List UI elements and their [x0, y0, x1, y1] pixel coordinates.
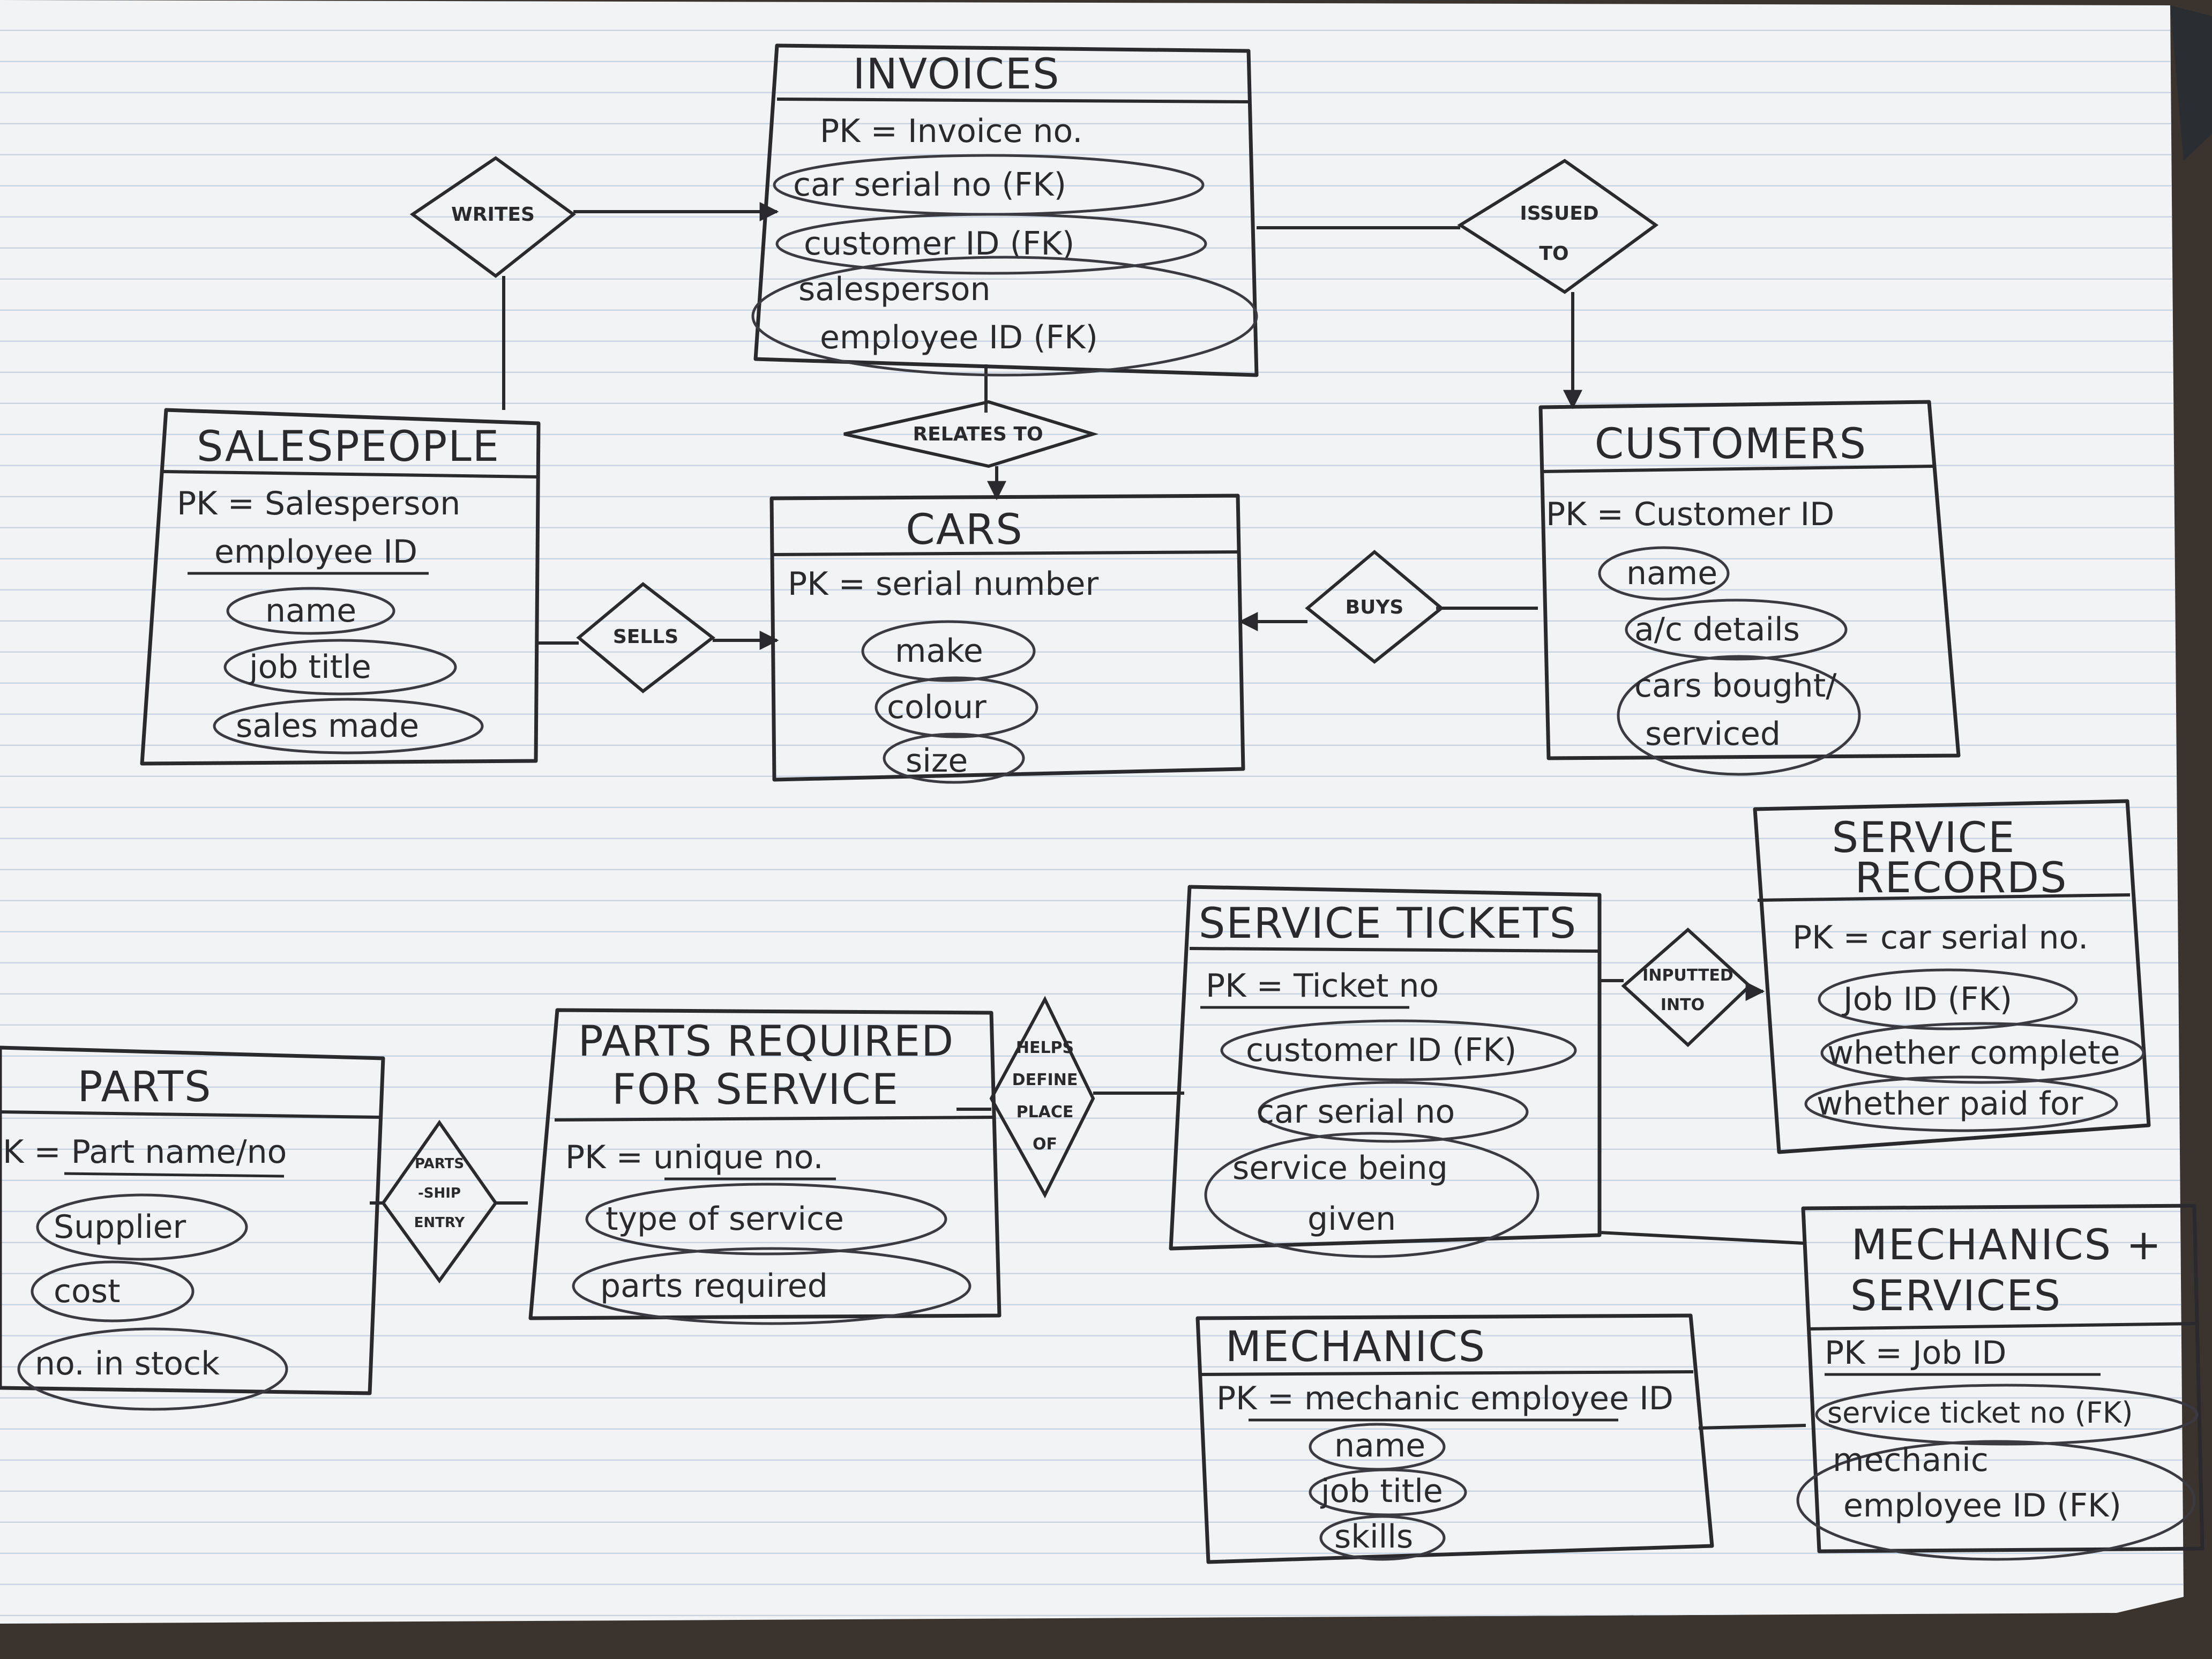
svg-text:RECORDS: RECORDS — [1855, 854, 2067, 902]
svg-text:INPUTTED: INPUTTED — [1642, 966, 1733, 985]
relationship-writes: WRITES — [409, 156, 576, 278]
entity-invoices: INVOICES PK = Invoice no. car serial no … — [751, 43, 1259, 377]
entity-parts-required: PARTS REQUIRED FOR SERVICE PK = unique n… — [528, 1008, 1002, 1325]
svg-text:FOR SERVICE: FOR SERVICE — [612, 1066, 899, 1114]
svg-text:skills: skills — [1334, 1518, 1413, 1556]
svg-text:cars bought/: cars bought/ — [1634, 667, 1837, 705]
svg-text:PK = Salesperson: PK = Salesperson — [177, 485, 460, 522]
svg-text:type of service: type of service — [606, 1200, 844, 1238]
relationship-relates-to: RELATES TO — [843, 400, 1099, 468]
svg-text:cost: cost — [54, 1273, 120, 1310]
svg-text:salesperson: salesperson — [798, 271, 991, 308]
ruled-lines — [0, 0, 2184, 1624]
svg-text:PK = car serial no.: PK = car serial no. — [1792, 919, 2088, 956]
svg-text:whether complete: whether complete — [1827, 1034, 2120, 1072]
svg-text:SELLS: SELLS — [613, 626, 678, 648]
svg-text:name: name — [1626, 555, 1717, 592]
svg-text:car serial no: car serial no — [1257, 1093, 1455, 1131]
relationship-helps-define: HELPS DEFINE PLACE OF — [989, 996, 1095, 1199]
connectors — [370, 202, 1806, 1430]
relationship-sells: SELLS — [576, 582, 715, 693]
svg-text:SALESPEOPLE: SALESPEOPLE — [197, 423, 500, 471]
svg-text:CUSTOMERS: CUSTOMERS — [1595, 420, 1867, 468]
svg-text:make: make — [895, 632, 983, 670]
svg-text:BUYS: BUYS — [1346, 596, 1404, 618]
svg-text:a/c details: a/c details — [1634, 611, 1800, 648]
svg-text:K = Part name/no: K = Part name/no — [3, 1133, 287, 1171]
notebook-corner — [2170, 5, 2212, 161]
svg-text:parts required: parts required — [600, 1267, 828, 1305]
svg-text:PK = serial number: PK = serial number — [788, 565, 1098, 603]
svg-text:TO: TO — [1539, 243, 1568, 265]
svg-text:PK = mechanic employee ID: PK = mechanic employee ID — [1216, 1380, 1673, 1417]
svg-text:customer ID (FK): customer ID (FK) — [1246, 1032, 1516, 1069]
svg-text:service ticket no (FK): service ticket no (FK) — [1827, 1396, 2133, 1430]
svg-text:PARTS REQUIRED: PARTS REQUIRED — [578, 1018, 954, 1066]
svg-text:car serial no (FK): car serial no (FK) — [793, 166, 1066, 204]
invoices-title: INVOICES — [853, 50, 1060, 99]
relationship-buys: BUYS — [1305, 550, 1444, 664]
svg-text:mechanic: mechanic — [1833, 1441, 1989, 1479]
svg-text:Supplier: Supplier — [54, 1208, 186, 1246]
svg-text:colour: colour — [887, 689, 987, 726]
relationship-parts-entry: PARTS -SHIP ENTRY — [381, 1119, 498, 1284]
svg-text:SERVICES: SERVICES — [1850, 1272, 2061, 1320]
svg-text:job title: job title — [248, 648, 371, 686]
svg-text:HELPS: HELPS — [1016, 1038, 1074, 1057]
svg-text:service being: service being — [1232, 1149, 1448, 1187]
entity-mechanics: MECHANICS PK = mechanic employee ID name… — [1195, 1313, 1714, 1564]
svg-text:name: name — [265, 592, 356, 630]
entity-parts: PARTS K = Part name/no Supplier cost no.… — [0, 1045, 385, 1411]
svg-text:PLACE: PLACE — [1017, 1103, 1074, 1122]
svg-text:PK = Ticket no: PK = Ticket no — [1206, 967, 1439, 1005]
invoices-pk: PK = Invoice no. — [820, 113, 1082, 150]
svg-text:CARS: CARS — [906, 506, 1023, 554]
svg-text:employee ID: employee ID — [214, 533, 417, 571]
svg-text:PK = unique no.: PK = unique no. — [565, 1139, 824, 1176]
entity-mechanics-services: MECHANICS + SERVICES PK = Job ID service… — [1796, 1204, 2204, 1561]
svg-text:SERVICE: SERVICE — [1832, 814, 2016, 862]
svg-text:job title: job title — [1320, 1473, 1443, 1510]
svg-text:INTO: INTO — [1661, 996, 1705, 1014]
svg-text:employee ID (FK): employee ID (FK) — [1843, 1487, 2121, 1525]
writes-label: WRITES — [451, 204, 535, 226]
svg-text:PK = Job ID: PK = Job ID — [1825, 1334, 2006, 1372]
svg-text:Job ID (FK): Job ID (FK) — [1841, 981, 2012, 1018]
svg-text:-SHIP: -SHIP — [418, 1185, 461, 1201]
svg-text:OF: OF — [1033, 1135, 1057, 1154]
relationship-inputted-into: INPUTTED INTO — [1621, 927, 1752, 1048]
svg-text:serviced: serviced — [1645, 715, 1781, 753]
entity-salespeople: SALESPEOPLE PK = Salesperson employee ID… — [140, 408, 541, 766]
svg-text:sales made: sales made — [236, 707, 419, 745]
svg-text:given: given — [1307, 1200, 1396, 1238]
svg-text:whether paid for: whether paid for — [1817, 1085, 2083, 1123]
svg-text:employee ID (FK): employee ID (FK) — [820, 319, 1098, 356]
entity-cars: CARS PK = serial number make colour size — [769, 494, 1245, 784]
svg-text:MECHANICS +: MECHANICS + — [1851, 1221, 2163, 1269]
svg-text:DEFINE: DEFINE — [1012, 1071, 1078, 1089]
svg-text:ENTRY: ENTRY — [414, 1215, 466, 1231]
relationship-issued-to: ISSUED TO — [1457, 159, 1659, 294]
entity-service-tickets: SERVICE TICKETS PK = Ticket no customer … — [1169, 885, 1602, 1258]
svg-text:SERVICE TICKETS: SERVICE TICKETS — [1199, 900, 1577, 948]
entity-service-records: SERVICE RECORDS PK = car serial no. Job … — [1753, 799, 2151, 1154]
svg-text:PK = Customer ID: PK = Customer ID — [1546, 496, 1834, 533]
svg-text:size: size — [906, 742, 968, 780]
svg-text:MECHANICS: MECHANICS — [1225, 1323, 1486, 1371]
svg-text:ISSUED: ISSUED — [1520, 203, 1598, 225]
svg-text:RELATES TO: RELATES TO — [913, 423, 1043, 445]
entity-customers: CUSTOMERS PK = Customer ID name a/c deta… — [1538, 400, 1961, 776]
svg-text:PARTS: PARTS — [77, 1063, 212, 1111]
svg-text:PARTS: PARTS — [415, 1156, 464, 1172]
svg-text:no. in stock: no. in stock — [35, 1345, 220, 1382]
svg-text:name: name — [1334, 1427, 1425, 1464]
